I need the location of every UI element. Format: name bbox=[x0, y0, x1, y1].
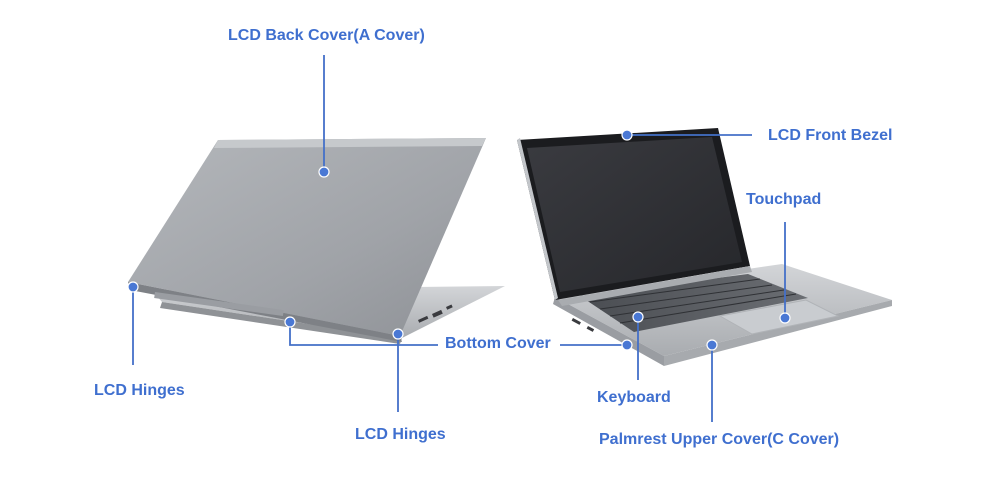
label-lcd-hinges-center: LCD Hinges bbox=[355, 426, 446, 443]
right-laptop-screen bbox=[527, 137, 742, 292]
label-lcd-hinges-left: LCD Hinges bbox=[94, 382, 185, 399]
left-laptop-lid-edge bbox=[214, 138, 486, 148]
leader-lines bbox=[132, 55, 786, 422]
label-bottom-cover: Bottom Cover bbox=[445, 335, 551, 352]
left-port-1 bbox=[418, 315, 429, 323]
right-laptop-hinge bbox=[558, 266, 752, 306]
dot-keyboard bbox=[632, 311, 644, 323]
right-port-1 bbox=[571, 317, 581, 325]
label-lcd-back-cover: LCD Back Cover(A Cover) bbox=[228, 27, 425, 44]
left-port-3 bbox=[446, 304, 453, 310]
right-port-2 bbox=[586, 326, 595, 332]
left-laptop-hinge bbox=[154, 292, 284, 317]
right-laptop-base-side bbox=[553, 297, 664, 366]
label-lcd-front-bezel: LCD Front Bezel bbox=[768, 127, 893, 144]
dot-lcd-back-cover bbox=[318, 166, 330, 178]
label-touchpad: Touchpad bbox=[746, 191, 822, 208]
left-laptop-lid bbox=[128, 138, 486, 336]
dot-bottom-cover-right bbox=[621, 339, 633, 351]
left-laptop-base-edge bbox=[160, 302, 402, 344]
right-laptop bbox=[517, 128, 892, 366]
label-palmrest: Palmrest Upper Cover(C Cover) bbox=[599, 431, 840, 448]
dot-lcd-hinges-left bbox=[127, 281, 139, 293]
callout-dots bbox=[127, 129, 791, 351]
left-laptop bbox=[128, 138, 505, 344]
right-laptop-touchpad bbox=[718, 299, 840, 335]
dot-lcd-front-bezel bbox=[621, 129, 633, 141]
dot-bottom-cover-left bbox=[284, 316, 296, 328]
dot-palmrest bbox=[706, 339, 718, 351]
right-laptop-lid-edge bbox=[517, 138, 558, 300]
label-keyboard: Keyboard bbox=[597, 389, 671, 406]
dot-touchpad bbox=[779, 312, 791, 324]
leader-bottom-cover-left bbox=[289, 322, 438, 346]
right-laptop-key-rows bbox=[589, 278, 797, 324]
dot-lcd-hinges-center bbox=[392, 328, 404, 340]
left-port-2 bbox=[432, 309, 443, 318]
